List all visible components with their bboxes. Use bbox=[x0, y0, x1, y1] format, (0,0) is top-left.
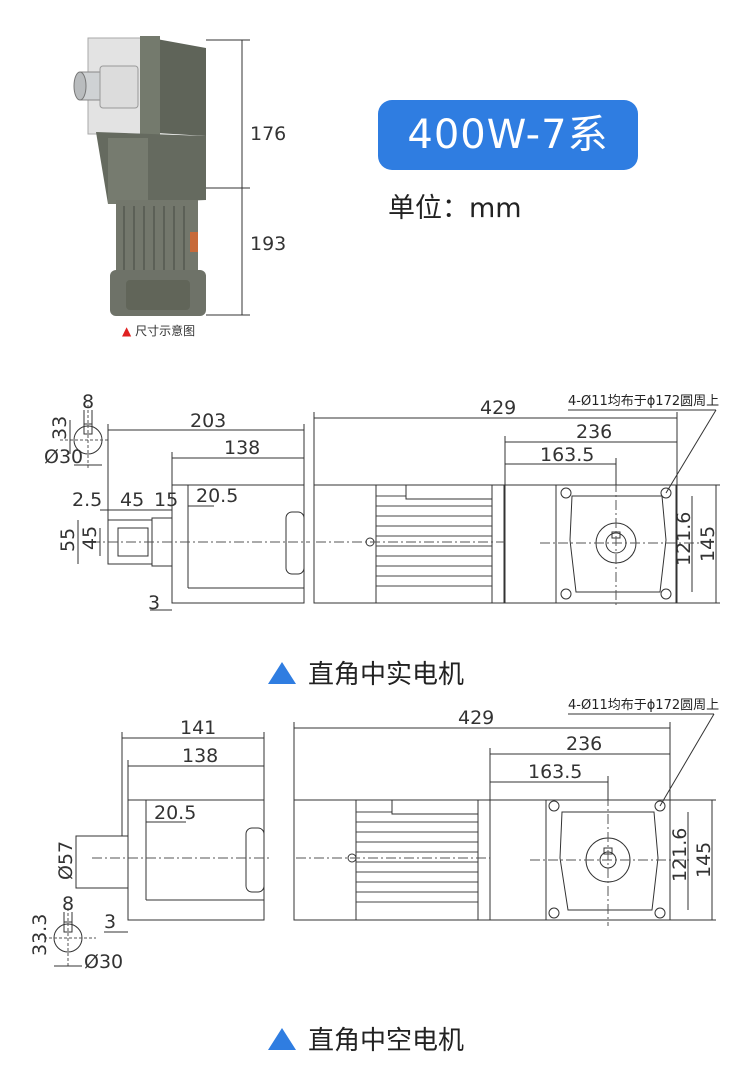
hollow-dim-121-6: 121.6 bbox=[669, 828, 691, 882]
photo-dim-176: 176 bbox=[250, 123, 286, 145]
motor-photo bbox=[73, 36, 206, 316]
solid-dim-121-6: 121.6 bbox=[673, 512, 695, 566]
triangle-icon bbox=[268, 1027, 296, 1050]
hollow-dim-20-5: 20.5 bbox=[154, 802, 196, 824]
hollow-dim-138: 138 bbox=[182, 745, 218, 767]
hollow-shaft-drawing: 429 141 138 236 163.5 20.5 3 8 Ø30 4-Ø11… bbox=[29, 698, 719, 973]
solid-dim-45-b: 45 bbox=[79, 526, 101, 550]
triangle-icon bbox=[268, 661, 296, 684]
solid-dim-163: 163.5 bbox=[540, 444, 594, 466]
unit-label: 单位：mm bbox=[388, 193, 522, 224]
hollow-key-8: 8 bbox=[62, 893, 74, 915]
hollow-dim-429: 429 bbox=[458, 707, 494, 729]
solid-shaft-drawing: 429 203 138 236 163.5 20.5 2.5 45 15 3 8… bbox=[44, 391, 720, 614]
hollow-section-title: 直角中空电机 bbox=[268, 1020, 464, 1057]
photo-caption-text: 尺寸示意图 bbox=[135, 324, 196, 338]
solid-section-title: 直角中实电机 bbox=[268, 654, 464, 691]
hollow-dim-145: 145 bbox=[693, 842, 715, 878]
solid-dim-3: 3 bbox=[148, 592, 160, 614]
solid-key-d30: Ø30 bbox=[44, 446, 83, 468]
photo-dimension-lines bbox=[206, 39, 250, 316]
solid-title-text: 直角中实电机 bbox=[308, 660, 465, 690]
hollow-holes-note: 4-Ø11均布于ϕ172圆周上 bbox=[568, 698, 719, 713]
solid-dim-145: 145 bbox=[697, 526, 719, 562]
solid-dim-236: 236 bbox=[576, 421, 612, 443]
hollow-dim-d57: Ø57 bbox=[55, 841, 77, 880]
photo-caption: ▲ 尺寸示意图 bbox=[122, 322, 195, 339]
solid-dim-15: 15 bbox=[154, 489, 178, 511]
hollow-key-33-3: 33.3 bbox=[29, 914, 51, 956]
solid-dim-20-5: 20.5 bbox=[196, 485, 238, 507]
hollow-dim-236: 236 bbox=[566, 733, 602, 755]
hollow-dim-163: 163.5 bbox=[528, 761, 582, 783]
triangle-icon: ▲ bbox=[122, 324, 132, 338]
solid-key-8: 8 bbox=[82, 391, 94, 413]
solid-holes-note: 4-Ø11均布于ϕ172圆周上 bbox=[568, 394, 719, 409]
solid-dim-138: 138 bbox=[224, 437, 260, 459]
model-badge: 400W-7系 bbox=[378, 100, 638, 170]
hollow-dim-3: 3 bbox=[104, 911, 116, 933]
photo-dim-193: 193 bbox=[250, 233, 286, 255]
solid-dim-429: 429 bbox=[480, 397, 516, 419]
solid-key-33: 33 bbox=[49, 416, 71, 440]
hollow-key-d30: Ø30 bbox=[84, 951, 123, 973]
solid-dim-45: 45 bbox=[120, 489, 144, 511]
solid-dim-2-5: 2.5 bbox=[72, 489, 102, 511]
hollow-dim-141: 141 bbox=[180, 717, 216, 739]
solid-dim-203: 203 bbox=[190, 410, 226, 432]
solid-dim-55: 55 bbox=[57, 528, 79, 552]
hollow-title-text: 直角中空电机 bbox=[308, 1026, 465, 1056]
